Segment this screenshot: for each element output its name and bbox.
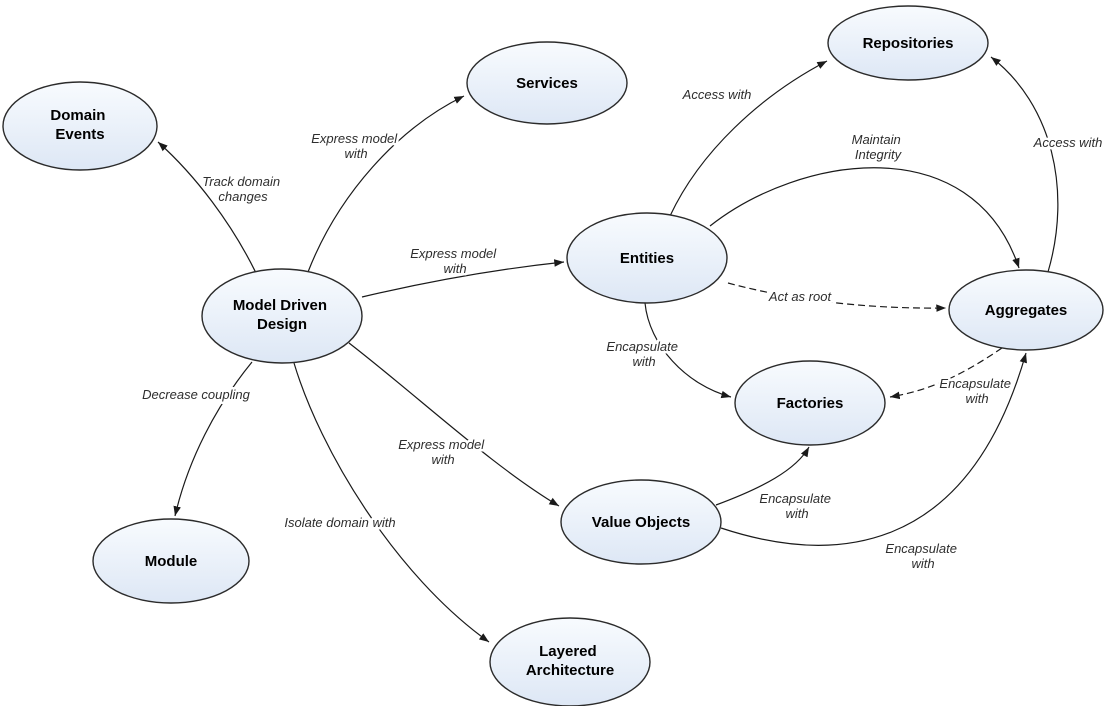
- node-repositories-label: Repositories: [863, 35, 954, 52]
- edge-aggregates-to-repositories: [990, 56, 1059, 273]
- edge-entities-to-aggregates-act-as-root: [727, 282, 947, 312]
- edge-labels-layer: Track domain changes Express model with …: [140, 85, 1105, 574]
- node-entities: Entities: [566, 212, 728, 304]
- node-model-driven-design-label: Model Driven Design: [233, 297, 331, 333]
- nodes-layer: Domain Events Services Repositories Mode…: [2, 5, 1104, 706]
- edge-mdd-to-entities: [361, 259, 565, 298]
- node-repositories: Repositories: [827, 5, 989, 81]
- node-entities-shape: [566, 212, 728, 304]
- edge-label-maintain-integrity: Maintain Integrity: [852, 132, 905, 162]
- node-value-objects: Value Objects: [560, 479, 722, 565]
- edge-value-objects-to-factories: [715, 446, 810, 506]
- node-aggregates-shape: [948, 269, 1104, 351]
- node-services-shape: [466, 41, 628, 125]
- node-factories-label: Factories: [777, 395, 844, 412]
- node-value-objects-shape: [560, 479, 722, 565]
- edge-entities-to-factories: [644, 302, 732, 399]
- edges-layer: [157, 56, 1059, 643]
- edge-mdd-to-layered-architecture: [293, 362, 490, 643]
- node-domain-events: Domain Events: [2, 81, 158, 171]
- node-domain-events-shape: [2, 81, 158, 171]
- edge-mdd-to-value-objects: [348, 342, 560, 507]
- node-model-driven-design: Model Driven Design: [201, 268, 363, 364]
- edge-aggregates-to-factories: [889, 347, 1003, 400]
- node-layered-architecture-label: Layered Architecture: [526, 643, 614, 679]
- node-module-label: Module: [145, 553, 198, 570]
- node-factories: Factories: [734, 360, 886, 446]
- node-repositories-shape: [827, 5, 989, 81]
- node-entities-label: Entities: [620, 250, 674, 267]
- edge-label-encapsulate-with-aggregates: Encapsulate with: [939, 376, 1014, 406]
- node-services-label: Services: [516, 75, 578, 92]
- node-factories-shape: [734, 360, 886, 446]
- node-services: Services: [466, 41, 628, 125]
- edge-label-isolate-domain-with: Isolate domain with: [284, 515, 395, 530]
- edge-label-express-model-with-services: Express model with: [311, 131, 401, 161]
- node-aggregates: Aggregates: [948, 269, 1104, 351]
- node-model-driven-design-shape: [201, 268, 363, 364]
- edge-label-encapsulate-with-value-objects: Encapsulate with: [759, 491, 834, 521]
- edge-entities-to-repositories: [669, 60, 828, 217]
- edge-label-act-as-root: Act as root: [768, 289, 833, 304]
- edge-entities-to-aggregates-maintain-integrity: [709, 167, 1020, 269]
- edge-mdd-to-services: [307, 95, 465, 273]
- edge-label-access-with-aggregates: Access with: [1033, 135, 1103, 150]
- node-layered-architecture: Layered Architecture: [489, 617, 651, 706]
- node-layered-architecture-shape: [489, 617, 651, 706]
- node-aggregates-label: Aggregates: [985, 302, 1068, 319]
- edge-mdd-to-domain-events: [157, 141, 257, 274]
- edge-label-decrease-coupling: Decrease coupling: [142, 387, 250, 402]
- edge-mdd-to-module: [173, 361, 253, 517]
- edge-label-express-model-with-entities: Express model with: [410, 246, 500, 276]
- edge-label-track-domain-changes: Track domain changes: [202, 174, 283, 204]
- node-module: Module: [92, 518, 250, 604]
- edge-value-objects-to-aggregates: [720, 352, 1027, 546]
- node-value-objects-label: Value Objects: [592, 514, 690, 531]
- edge-label-express-model-with-value-objects: Express model with: [398, 437, 488, 467]
- edge-label-access-with-entities: Access with: [682, 87, 752, 102]
- node-module-shape: [92, 518, 250, 604]
- edge-label-encapsulate-with-entities: Encapsulate with: [606, 339, 681, 369]
- node-domain-events-label: Domain Events: [50, 107, 109, 143]
- edge-label-encapsulate-with-vo-aggregates: Encapsulate with: [885, 541, 960, 571]
